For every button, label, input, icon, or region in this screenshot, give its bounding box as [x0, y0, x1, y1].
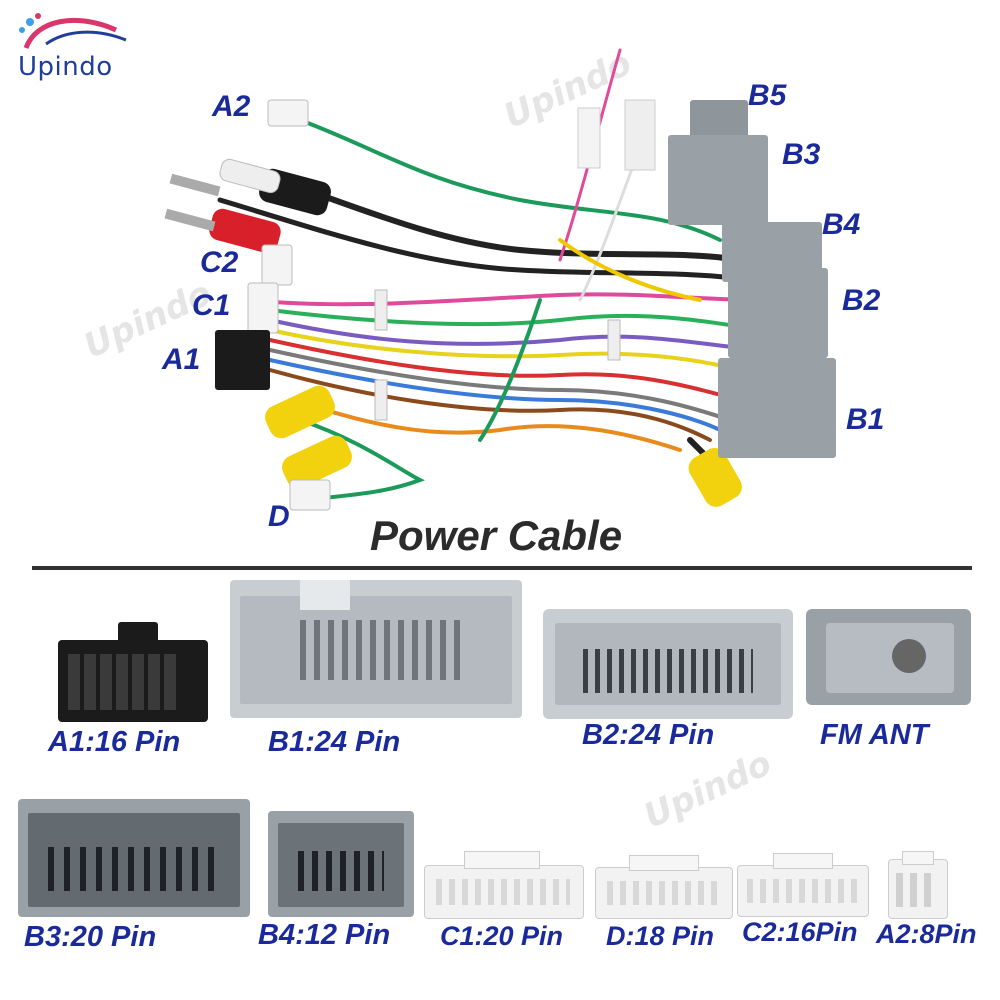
connector-label: D:18 Pin: [606, 921, 715, 951]
connector-b4-photo: [268, 811, 414, 917]
connector-label: B1:24 Pin: [268, 726, 401, 758]
connector-d-photo: [595, 855, 733, 919]
connector-a1-photo: [58, 622, 208, 722]
connector-c1-photo: [424, 851, 584, 919]
label-a1: A1: [162, 343, 201, 376]
label-a2: A2: [212, 90, 251, 123]
car-swoosh-icon: [19, 13, 127, 50]
label-b4: B4: [822, 208, 861, 241]
label-b1: B1: [846, 403, 885, 436]
connector-b2-photo: [543, 609, 793, 719]
connector-c2-photo: [737, 853, 869, 917]
label-c2: C2: [200, 246, 239, 279]
divider: [32, 566, 972, 570]
page-title: Power Cable: [370, 512, 623, 559]
connector-label: C2:16Pin: [742, 917, 858, 947]
label-b3: B3: [782, 138, 821, 171]
connector-label: B2:24 Pin: [582, 719, 715, 751]
connector-a2-photo: [888, 851, 948, 919]
label-d: D: [268, 500, 290, 533]
connector-b3-photo: [18, 799, 250, 917]
label-b2: B2: [842, 284, 881, 317]
connector-label: FM ANT: [820, 719, 929, 751]
connector-label: A2:8Pin: [876, 919, 977, 949]
connector-label: C1:20 Pin: [440, 921, 564, 951]
label-b5: B5: [748, 79, 787, 112]
wiring-harness-photo: [164, 48, 836, 511]
brand-logo: [16, 8, 136, 88]
connector-label: B4:12 Pin: [258, 919, 391, 951]
brand-name: Upindo: [18, 52, 113, 82]
watermark: Upindo: [637, 743, 778, 837]
connector-label: A1:16 Pin: [48, 726, 181, 758]
label-c1: C1: [192, 289, 231, 322]
connector-label: B3:20 Pin: [24, 921, 157, 953]
connector-b1-photo: [230, 580, 522, 718]
connector-fm-ant-photo: [806, 609, 971, 705]
